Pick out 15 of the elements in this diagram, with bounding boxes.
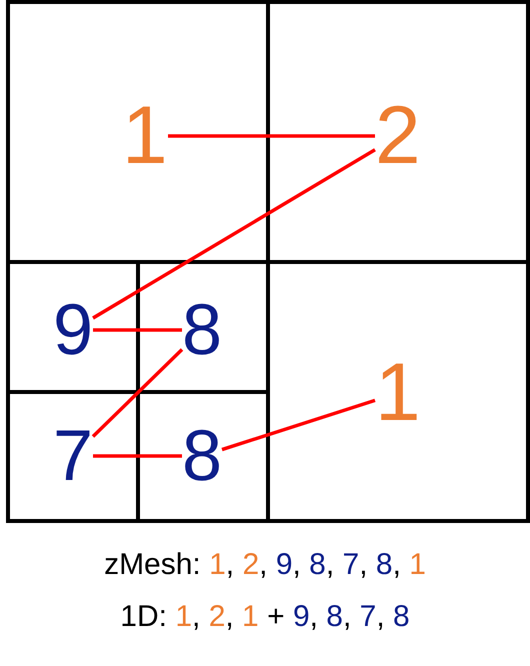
cell-number: 7: [53, 420, 94, 492]
cell-number: 2: [375, 95, 421, 177]
cell-number: 1: [122, 95, 168, 177]
connector-line: [168, 134, 375, 138]
connector-line: [92, 148, 376, 320]
connector-line: [221, 398, 376, 452]
cell-number: 8: [182, 420, 222, 492]
connector-line: [93, 328, 182, 332]
sequence-text: zMesh: 1, 2, 9, 8, 7, 8, 1: [103, 548, 427, 581]
connector-line: [92, 348, 184, 438]
connector-line: [93, 454, 182, 458]
cell-number: 9: [53, 294, 94, 366]
cell-number: 8: [182, 294, 222, 366]
sequence-text: 1D: 1, 2, 1 + 9, 8, 7, 8: [119, 600, 411, 633]
cell-number: 1: [375, 352, 421, 434]
